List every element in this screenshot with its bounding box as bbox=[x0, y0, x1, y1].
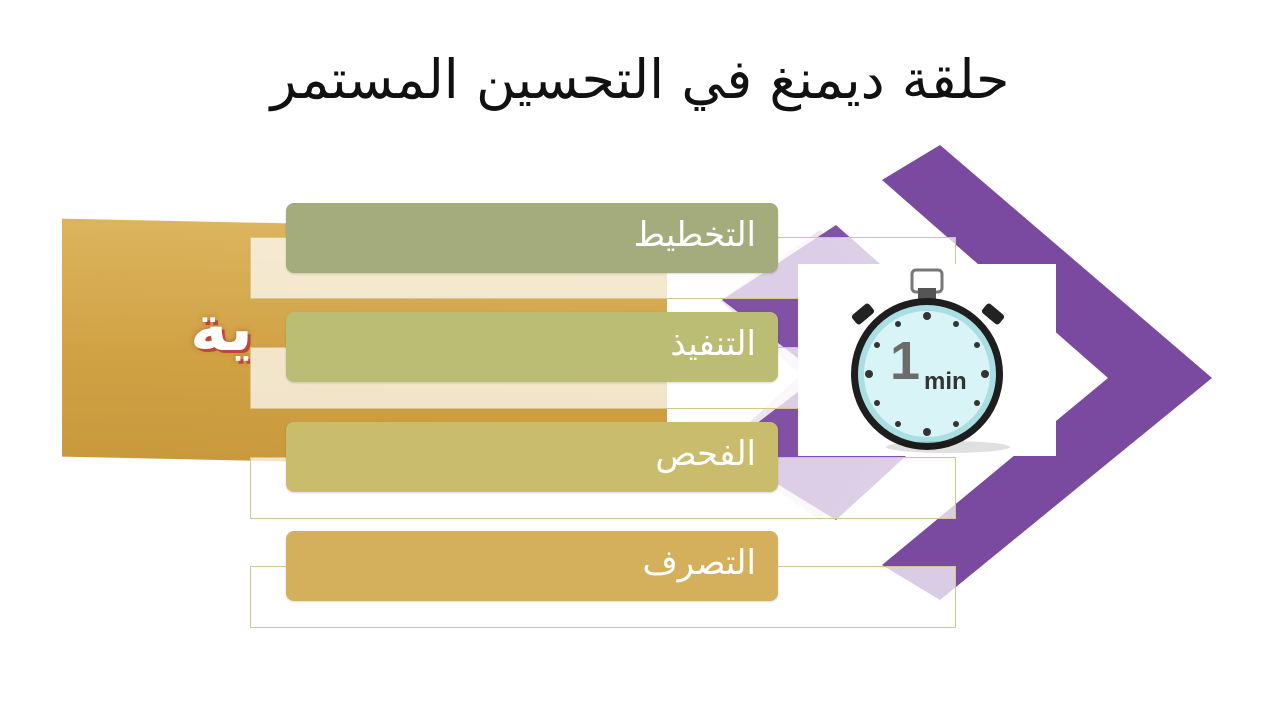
background-label: ية bbox=[190, 292, 253, 366]
stopwatch-icon bbox=[851, 268, 1010, 453]
step-do: التنفيذ bbox=[286, 312, 778, 382]
slide-title: حلقة ديمنغ في التحسين المستمر bbox=[270, 48, 1010, 111]
step-act: التصرف bbox=[286, 531, 778, 601]
timer-unit: min bbox=[924, 368, 967, 395]
timer-number: 1 bbox=[890, 331, 921, 391]
timer-panel: 1 min bbox=[798, 264, 1056, 456]
step-check: الفحص bbox=[286, 422, 778, 492]
step-plan: التخطيط bbox=[286, 203, 778, 273]
